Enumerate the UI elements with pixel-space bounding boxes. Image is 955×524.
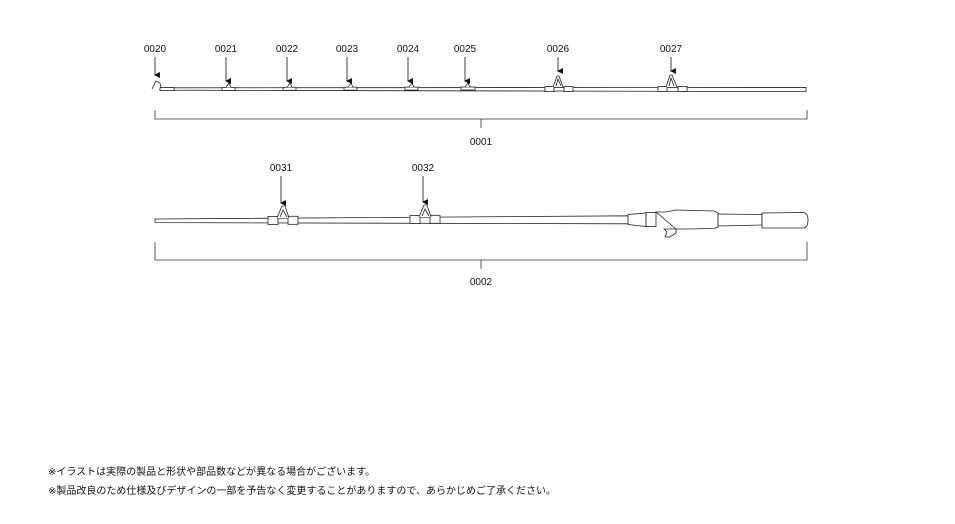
- note-illustration: ※イラストは実際の製品と形状や部品数などが異なる場合がございます。: [48, 467, 376, 478]
- callout-0032-label: 0032: [412, 163, 435, 174]
- disclaimer-notes: ※イラストは実際の製品と形状や部品数などが異なる場合がございます。 ※製品改良の…: [48, 467, 556, 505]
- butt-section: 0031 0032 0002: [154, 163, 809, 288]
- butt-section-blank: [154, 215, 631, 225]
- part-number-0002: 0002: [470, 277, 493, 288]
- guide-0032: [409, 204, 441, 224]
- callout-0022-label: 0022: [276, 44, 299, 55]
- callout-0023-label: 0023: [336, 44, 359, 55]
- callout-0025-label: 0025: [454, 44, 477, 55]
- tip-section-bracket: [154, 110, 808, 128]
- guide-0027: [657, 74, 688, 92]
- guide-0023: [343, 82, 358, 91]
- tip-top-guide: [151, 80, 175, 91]
- rear-grip: [761, 212, 809, 229]
- butt-section-bracket: [154, 242, 808, 269]
- guide-0026: [544, 75, 574, 92]
- callout-0031-label: 0031: [270, 163, 293, 174]
- guide-0031: [267, 205, 299, 225]
- callout-0027-label: 0027: [660, 44, 683, 55]
- guide-0021: [221, 82, 236, 91]
- tip-section-callouts: 0020 0021 0022 0023 0024 0025 0026 0027: [144, 44, 683, 84]
- reel-seat-and-grip: [627, 209, 809, 238]
- tip-section-blank: [159, 86, 807, 93]
- butt-section-callouts: 0031 0032: [270, 163, 435, 206]
- trigger: [663, 228, 677, 238]
- small-guides: [221, 82, 476, 91]
- guide-0025: [460, 82, 476, 91]
- large-guides: [544, 74, 688, 92]
- butt-guides: [267, 204, 441, 225]
- callout-0021-label: 0021: [215, 44, 238, 55]
- tip-section: 0020 0021 0022 0023 0024 0025 0026 0027 …: [144, 44, 808, 148]
- note-specification-change: ※製品改良のため仕様及びデザインの一部を予告なく変更することがありますので、あら…: [48, 486, 556, 497]
- callout-0024-label: 0024: [397, 44, 420, 55]
- part-number-0001: 0001: [470, 137, 493, 148]
- callout-0020-label: 0020: [144, 44, 167, 55]
- callout-0026-label: 0026: [547, 44, 570, 55]
- guide-0024: [404, 82, 419, 91]
- guide-0022: [282, 82, 297, 91]
